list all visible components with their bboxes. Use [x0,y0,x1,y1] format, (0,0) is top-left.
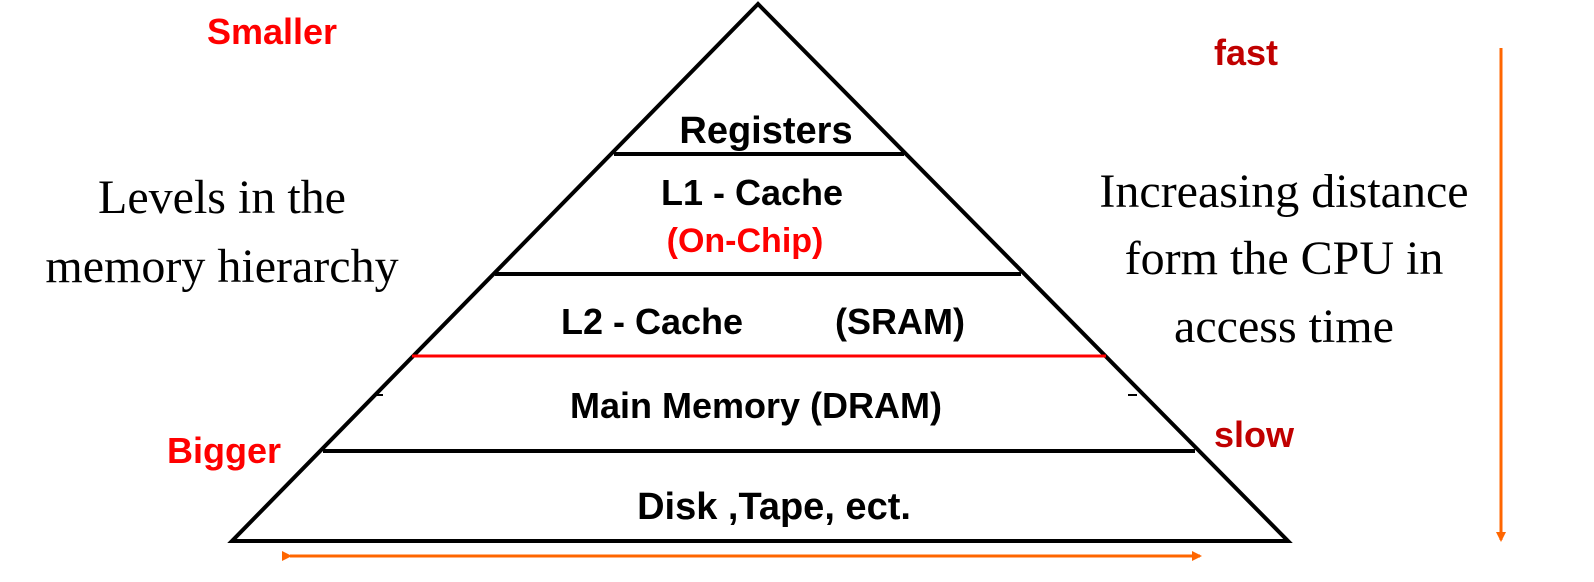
level-l2-note: (SRAM) [835,301,965,342]
level-l1-cache: L1 - Cache [661,172,843,213]
level-main-memory: Main Memory (DRAM) [570,385,942,426]
distance-label-line-3: access time [1174,300,1394,353]
annotation-bigger: Bigger [167,430,281,471]
annotation-slow: slow [1214,414,1295,455]
annotation-smaller: Smaller [207,11,337,52]
level-disk: Disk ,Tape, ect. [637,486,911,528]
distance-label-line-2: form the CPU in [1125,232,1444,285]
levels-label-line-1: Levels in the [98,171,346,224]
annotation-fast: fast [1214,32,1278,73]
distance-label-line-1: Increasing distance [1099,165,1468,218]
levels-label-line-2: memory hierarchy [45,240,398,293]
level-l1-note: (On-Chip) [667,222,824,260]
level-registers: Registers [679,110,852,152]
level-l2-cache: L2 - Cache [561,301,743,342]
